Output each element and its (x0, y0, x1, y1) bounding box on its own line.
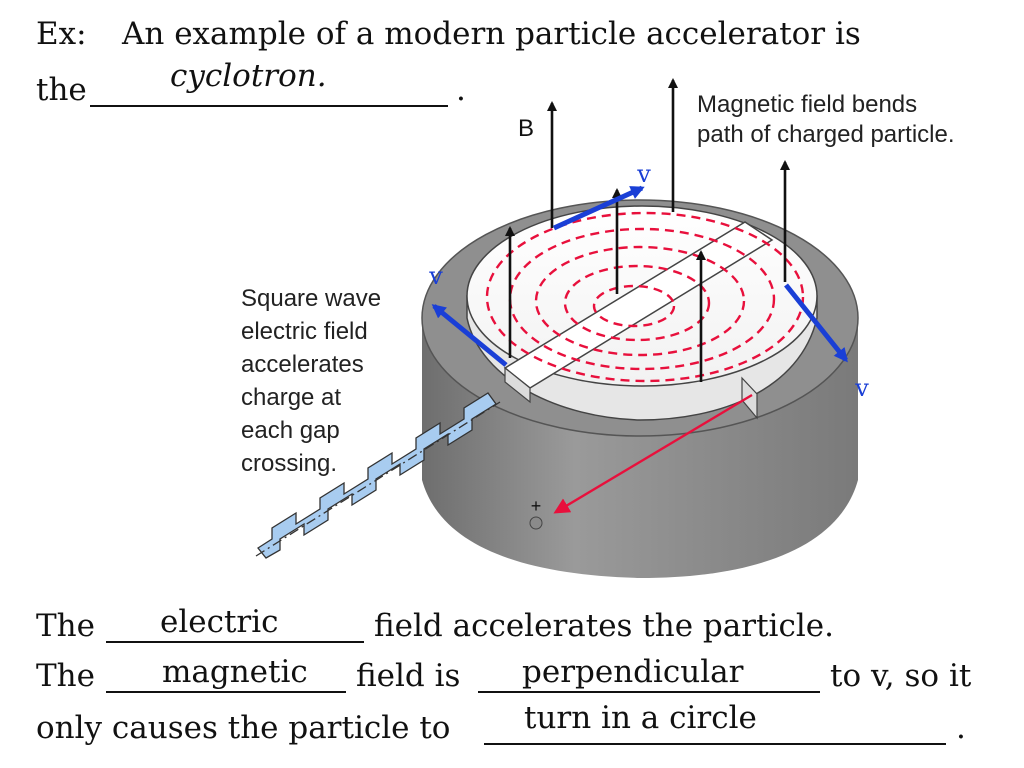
charge-source (529, 516, 543, 530)
electric-callout-line-5: each gap (241, 417, 340, 444)
line2-blank-2 (478, 691, 820, 693)
b-field-label: B (518, 115, 534, 142)
line2-middle: field is (356, 658, 461, 694)
dee-gap-wall (504, 366, 531, 404)
electric-callout-line-6: crossing. (241, 450, 338, 477)
particle-orbit (485, 211, 805, 383)
intro-sentence: An example of a modern particle accelera… (122, 16, 861, 52)
line2-blank-1 (106, 691, 346, 693)
line2-end: to v, so it (830, 658, 972, 694)
cyclotron-diagram: + B v v v (255, 78, 869, 578)
electric-callout-line-3: accelerates (241, 351, 364, 378)
line3-blank (484, 743, 946, 745)
magnetic-callout-line-2: path of charged particle. (697, 121, 955, 148)
dee-notch (741, 376, 758, 420)
electric-callout-line-2: electric field (241, 318, 368, 345)
intro-answer-blank (90, 105, 448, 107)
line1-start: The (36, 608, 95, 644)
exit-path-arrow (553, 393, 753, 514)
line2-answer-1: magnetic (162, 654, 308, 690)
line1-answer: electric (160, 604, 279, 640)
electric-callout-line-1: Square wave (241, 285, 382, 312)
velocity-label-top: v (636, 160, 651, 188)
electric-callout-line-4: charge at (241, 384, 342, 411)
line3-start: only causes the particle to (36, 710, 451, 746)
velocity-label-left: v (428, 262, 443, 290)
intro-prefix: Ex: (36, 16, 87, 52)
line2-answer-2: perpendicular (522, 654, 744, 690)
intro-the: the (36, 72, 87, 108)
line1-rest: field accelerates the particle. (374, 608, 834, 644)
magnetic-field-arrows (505, 78, 790, 382)
line3-end: . (956, 710, 966, 746)
intro-answer: cyclotron. (170, 58, 327, 94)
charge-sign: + (531, 496, 542, 516)
velocity-arrows (431, 185, 848, 367)
line3-answer: turn in a circle (524, 700, 757, 736)
velocity-label-right: v (854, 374, 869, 402)
line1-blank (106, 641, 364, 643)
square-wave (255, 392, 501, 559)
magnetic-callout-line-1: Magnetic field bends (697, 91, 918, 118)
line2-start: The (36, 658, 95, 694)
intro-end-period: . (456, 72, 466, 108)
